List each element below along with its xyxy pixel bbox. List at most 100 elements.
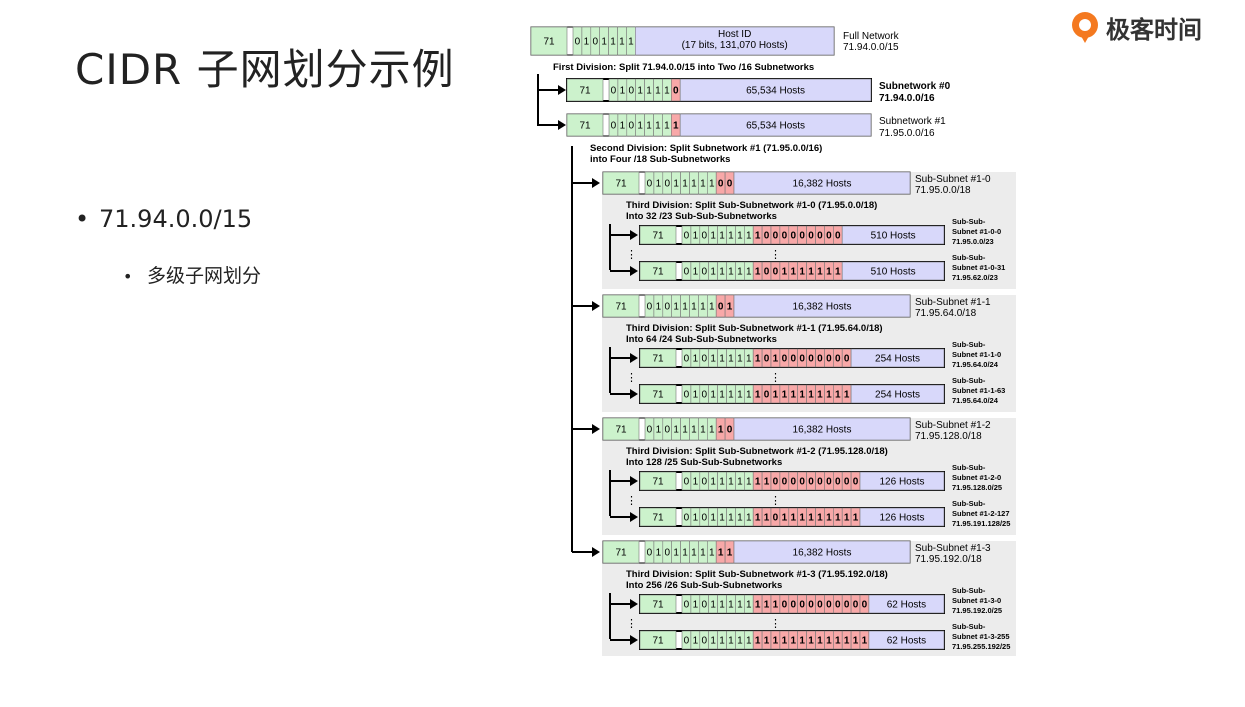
sub-subnet-group-3-bar-host-label: 16,382 Hosts [793,548,852,559]
bullet-text: 71.94.0.0/15 [99,205,253,233]
sub-subnet-group-3-row-1-label-3: 71.95.255.192/25 [952,642,1010,651]
sub-subnet-group-3-row-1-bar-subnet-bit: 1 [853,636,859,647]
sub-subnet-group-0-row-1-bar-bit: 1 [737,267,743,278]
sub-subnet-group-1-bar-host-cell [733,294,911,318]
sub-subnet-group-3-row-0-bar-subnet-bit: 0 [844,600,850,611]
sub-subnet-group-3-bar-bit: 1 [656,548,662,559]
sub-subnet-group-2-row-1-bar-bit: 1 [693,513,699,524]
sub-subnet-group-1-bar-bit: 1 [656,302,662,313]
sub-subnet-group-1-bar-subnet-bit: 0 [718,302,724,313]
sub-subnet-group-0-bar-subnet-bit: 0 [718,179,724,190]
sub-subnet-group-2-row-1-bar-host-label: 126 Hosts [879,513,924,524]
subnet-0-bar-subnet-bit: 0 [673,86,679,97]
sub-subnet-group-2-row-1-bar-subnet-bit: 1 [764,513,770,524]
sub-subnet-group-3-row-1-bar-subnet-bit: 1 [764,636,770,647]
sub-subnet-group-0-row-0-label: Sub-Sub- [952,217,986,226]
sub-subnet-group-3-bar-bit: 1 [691,548,697,559]
sub-subnet-group-0-row-0-bar-bit: 1 [746,231,752,242]
sub-subnet-group-3-row-1-bar-bit: 0 [701,636,707,647]
sub-subnet-group-0-row-1-bar-bit: 1 [693,267,699,278]
sub-subnet-group-3-bar-bit: 1 [709,548,715,559]
sub-subnet-group-3-row-0-bar-subnet-bit: 0 [853,600,859,611]
sub-subnet-group-0-row-1-bar-subnet-bit: 1 [808,267,814,278]
sub-subnet-group-0-row-1-bar-subnet-bit: 1 [755,267,761,278]
sub-subnet-group-3-row-0-bar-bit: 0 [684,600,690,611]
sub-subnet-group-2-row-0-bar-bit: 1 [746,477,752,488]
sub-subnet-group-1-row-1-bar-bit: 1 [710,390,716,401]
sub-subnet-group-2-bar-bit: 1 [656,425,662,436]
sub-subnet-group-2-row-0-bar-bit: 1 [728,477,734,488]
full-network-bar-octet-cell [530,26,568,56]
sub-subnet-group-1-row-0-bar-host-cell [850,348,945,368]
sub-subnet-group-1-row-1-label-3: 71.95.64.0/24 [952,396,999,405]
sub-subnet-group-1-bar-bit: 1 [700,302,706,313]
sub-subnet-group-2-ellipsis-left: ⋮ [626,495,637,507]
sub-subnet-group-3-row-0-bar-octet: 71 [652,600,664,611]
sub-subnet-group-1-row-0-bar-octet: 71 [652,354,664,365]
sub-subnet-group-1-row-0-bar-subnet-bit: 1 [773,354,779,365]
sub-subnet-group-1-row-1-bar-bit: 1 [737,390,743,401]
sub-subnet-group-2-row-0-bar-subnet-bit: 0 [782,477,788,488]
sub-subnet-group-2-row-1-bar-subnet-bit: 0 [773,513,779,524]
sub-subnet-group-1-row-1-bar-bit: 1 [719,390,725,401]
sub-subnet-group-3-row-0-label-2: Subnet #1-3-0 [952,596,1001,605]
sub-subnet-group-1-row-0-label: Sub-Sub- [952,340,986,349]
sub-subnet-group-0-row-0-arrow-head [630,230,638,240]
full-network-bar-bit: 0 [592,37,598,48]
sub-subnet-group-3-row-1-bar-subnet-bit: 1 [835,636,841,647]
subnet-0-bar-bit: 0 [611,86,617,97]
sub-subnet-group-2-row-1-bar-octet: 71 [652,513,664,524]
sub-subnet-group-3-bar-subnet-bit: 1 [727,548,733,559]
sub-subnet-group-3-bar-octet: 71 [615,548,627,559]
sub-subnet-group-1-row-0-bar-subnet-bit: 0 [790,354,796,365]
subnet-1-bar-octet-cell [566,113,604,137]
sub-subnet-group-2-row-1-arrow-head [630,512,638,522]
sub-subnet-group-1-row-1-bar-subnet-bit: 1 [782,390,788,401]
sub-subnet-group-0-row-0-bar-octet-cell [639,225,677,245]
sub-subnet-group-0-row-1-bar-subnet-bit: 1 [826,267,832,278]
sub-subnet-group-2-division: Third Division: Split Sub-Subnetwork #1-… [626,446,888,457]
full-network-bar-bit: 1 [584,37,590,48]
sub-subnet-group-2-bar-host-label: 16,382 Hosts [793,425,852,436]
sub-subnet-group-1-row-0-bar-bit: 1 [728,354,734,365]
sub-subnet-group-3-row-1-bar-subnet-bit: 1 [808,636,814,647]
sub-subnet-group-3-row-0-bar-subnet-bit: 1 [773,600,779,611]
first-division-label: First Division: Split 71.94.0.0/15 into … [553,62,814,73]
sub-subnet-group-0-row-0-bar-octet: 71 [652,231,664,242]
sub-subnet-group-2-row-1-bar-bit: 0 [701,513,707,524]
sub-subnet-group-1-row-0-bar-subnet-bit: 0 [817,354,823,365]
sub-subnet-group-0-row-0-bar-subnet-bit: 0 [817,231,823,242]
sub-subnet-group-0-row-1-arrow-head [630,266,638,276]
sub-subnet-group-0-row-1-bar-bit: 1 [728,267,734,278]
sub-subnet-group-2-row-0-label: Sub-Sub- [952,463,986,472]
sub-subnet-group-1-row-1-bar-subnet-bit: 1 [817,390,823,401]
sub-subnet-group-0-row-0-bar-subnet-bit: 0 [782,231,788,242]
sub-subnet-group-2-row-0-bar-bit: 0 [701,477,707,488]
sub-subnet-group-0-division-2: Into 32 /23 Sub-Sub-Subnetworks [626,211,777,222]
sub-subnet-group-2-bar-bit: 1 [682,425,688,436]
sub-subnet-group-2-row-0-bar-bit: 1 [719,477,725,488]
sub-subnet-group-2-row-0-bar-subnet-bit: 1 [755,477,761,488]
sub-subnet-group-3-row-1-bar-bit: 1 [746,636,752,647]
subnet-1-bar-bit: 1 [646,121,652,132]
sub-subnet-group-0-row-1-bar-bit: 0 [684,267,690,278]
sub-subnet-group-1-row-1-bar-subnet-bit: 1 [773,390,779,401]
sub-subnet-group-2-row-1-bar-bit: 1 [719,513,725,524]
sub-subnet-group-2-bar-host-cell [733,417,911,441]
sub-subnet-group-3-row-1-bar-subnet-bit: 1 [844,636,850,647]
subnet-1-bar-bit: 0 [611,121,617,132]
sub-subnet-group-3-row-0-bar-host-label: 62 Hosts [887,600,926,611]
sub-subnet-group-3-row-0-bar-subnet-bit: 0 [808,600,814,611]
sub-subnet-group-3-row-0-bar-bit: 1 [693,600,699,611]
subnet-1-arrow-head [558,120,566,130]
subnet-1-bar-bit: 1 [655,121,661,132]
sub-bullet-item: •多级子网划分 [123,261,261,288]
sub-subnet-group-2-row-1-bar-bit: 1 [728,513,734,524]
sub-subnet-group-1-row-0-bar-bit: 0 [701,354,707,365]
sub-subnet-group-0-row-0-bar-subnet-bit: 0 [790,231,796,242]
sub-subnet-group-1-bar-octet-cell [602,294,640,318]
full-network-name: Full Network [843,31,900,42]
sub-subnet-group-0-row-1-bar-host-label: 510 Hosts [871,267,916,278]
sub-subnet-group-1-row-1-bar-subnet-bit: 1 [808,390,814,401]
sub-subnet-group-0-row-1-bar-subnet-bit: 1 [782,267,788,278]
